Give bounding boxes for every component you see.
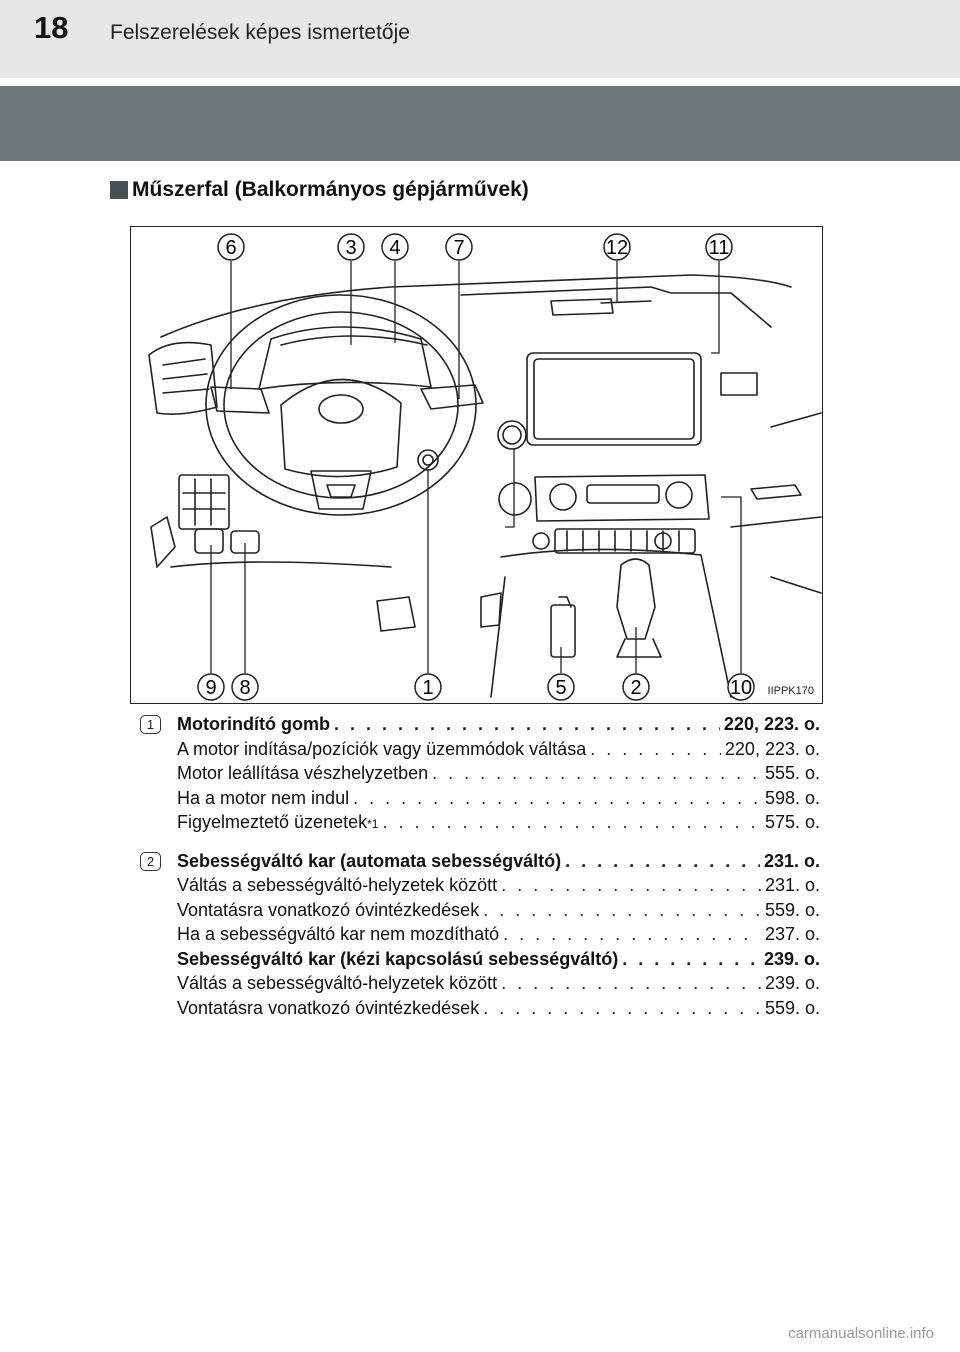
- callout-bottom-1-circle: [414, 673, 442, 701]
- dot-leader: [382, 810, 761, 835]
- dot-leader: [483, 898, 761, 923]
- callout-top-12: 12: [606, 237, 628, 259]
- page-number: 18: [34, 10, 69, 45]
- footer-watermark: carmanualsonline.info: [788, 1325, 934, 1342]
- entry-list: 1 Motorindító gomb 220, 223. o. A motor ind…: [140, 712, 820, 1034]
- callout-top-11-circle: [705, 233, 733, 261]
- dashboard-drawing: [148, 261, 822, 698]
- entry-sub-row: Figyelmeztető üzenetek*1575. o.: [177, 810, 820, 835]
- page-reference: 231. o.: [764, 875, 820, 895]
- callout-bottom-9: 9: [205, 677, 216, 699]
- dot-leader: [622, 947, 760, 972]
- entry-text: Sebességváltó kar (automata sebességvált…: [177, 850, 562, 871]
- entry-sub-row: Váltás a sebességváltó-helyzetek között 2…: [177, 873, 820, 898]
- page-reference: 237. o.: [764, 924, 820, 944]
- callout-bottom-8: 8: [239, 677, 250, 699]
- callout-top-6: 6: [225, 237, 236, 259]
- entry-sub-row: Vontatásra vonatkozó óvintézkedések 559. …: [177, 996, 820, 1021]
- entry-text: Ha a sebességváltó kar nem mozdítható: [177, 924, 500, 944]
- page-reference: 220, 223. o.: [723, 714, 820, 734]
- entry-sub-row: Ha a motor nem indul 598. o.: [177, 786, 820, 811]
- section-band: [0, 86, 960, 161]
- dot-leader: [590, 737, 721, 762]
- page-reference: 559. o.: [764, 997, 820, 1018]
- page-reference: 220, 223. o.: [724, 738, 820, 759]
- callout-layer: 6 3 4 7 12 11 9 8 1 5 2 10: [197, 233, 755, 701]
- entry-number-badge: 2: [140, 851, 161, 871]
- dot-leader: [503, 922, 761, 947]
- dot-leader: [483, 996, 761, 1021]
- callout-bottom-8-circle: [231, 673, 259, 701]
- callout-top-4: 4: [389, 237, 400, 259]
- callout-top-6-circle: [217, 233, 245, 261]
- page-header-title: Felszerelések képes ismertetője: [110, 21, 410, 44]
- page-reference: 239. o.: [764, 973, 820, 993]
- entry-text: Ha a motor nem indul: [177, 787, 350, 808]
- entry-heading-row: Motorindító gomb 220, 223. o.: [177, 712, 820, 737]
- entry-text: Vontatásra vonatkozó óvintézkedések: [177, 899, 480, 920]
- page-reference: 239. o.: [763, 948, 820, 969]
- entry-text: Vontatásra vonatkozó óvintézkedések: [177, 997, 480, 1018]
- page-reference: 559. o.: [764, 899, 820, 920]
- page-reference: 575. o.: [764, 812, 820, 832]
- callout-top-7-circle: [445, 233, 473, 261]
- dot-leader: [432, 761, 761, 786]
- callout-bottom-5-circle: [547, 673, 575, 701]
- entry-2: 2 Sebességváltó kar (automata sebességvál…: [140, 849, 820, 1021]
- entry-sub-row: A motor indítása/pozíciók vagy üzemmódok…: [177, 737, 820, 762]
- dot-leader: [501, 971, 761, 996]
- dot-leader: [565, 849, 760, 874]
- entry-sub-row: Motor leállítása vészhelyzetben 555. o.: [177, 761, 820, 786]
- callout-bottom-10: 10: [730, 677, 752, 699]
- callout-bottom-9-circle: [197, 673, 225, 701]
- header-band: [0, 0, 960, 78]
- callout-bottom-2: 2: [630, 677, 641, 699]
- figure-code: IIPPK170: [767, 685, 814, 697]
- dot-leader: [501, 873, 761, 898]
- callout-bottom-1: 1: [422, 677, 433, 699]
- entry-1: 1 Motorindító gomb 220, 223. o. A motor ind…: [140, 712, 820, 835]
- dot-leader: [334, 712, 720, 737]
- callout-top-4-circle: [381, 233, 409, 261]
- entry-text: A motor indítása/pozíciók vagy üzemmódok…: [177, 738, 587, 759]
- dashboard-illustration: 6 3 4 7 12 11 9 8 1 5 2 10 IIPPK170: [130, 226, 823, 704]
- callout-top-7: 7: [453, 237, 464, 259]
- entry-text: Sebességváltó kar (kézi kapcsolású sebes…: [177, 948, 619, 969]
- entry-text: Motorindító gomb: [177, 714, 330, 734]
- entry-text: Figyelmeztető üzenetek: [177, 812, 368, 832]
- section-title-text: Műszerfal (Balkormányos gépjárművek): [132, 178, 529, 201]
- callout-top-11: 11: [709, 237, 730, 259]
- entry-text: Motor leállítása vészhelyzetben: [177, 763, 429, 783]
- section-square-icon: [110, 181, 128, 199]
- entry-heading-row: Sebességváltó kar (kézi kapcsolású sebes…: [177, 947, 820, 972]
- page-reference: 555. o.: [764, 763, 820, 783]
- entry-text: Váltás a sebességváltó-helyzetek között: [177, 973, 498, 993]
- entry-heading-row: Sebességváltó kar (automata sebességvált…: [177, 849, 820, 874]
- callout-top-3: 3: [345, 237, 356, 259]
- callout-top-3-circle: [337, 233, 365, 261]
- page-reference: 231. o.: [763, 850, 820, 871]
- callout-bottom-5: 5: [555, 677, 566, 699]
- dot-leader: [353, 786, 761, 811]
- callout-bottom-10-circle: [727, 673, 755, 701]
- section-title: Műszerfal (Balkormányos gépjárművek): [110, 178, 529, 202]
- entry-number-badge: 1: [140, 715, 161, 734]
- callout-top-12-circle: [603, 233, 631, 261]
- entry-sub-row: Ha a sebességváltó kar nem mozdítható 237…: [177, 922, 820, 947]
- callout-bottom-2-circle: [622, 673, 650, 701]
- entry-sub-row: Vontatásra vonatkozó óvintézkedések 559. …: [177, 898, 820, 923]
- entry-text: Váltás a sebességváltó-helyzetek között: [177, 875, 498, 895]
- page-reference: 598. o.: [764, 787, 820, 808]
- entry-sub-row: Váltás a sebességváltó-helyzetek között 2…: [177, 971, 820, 996]
